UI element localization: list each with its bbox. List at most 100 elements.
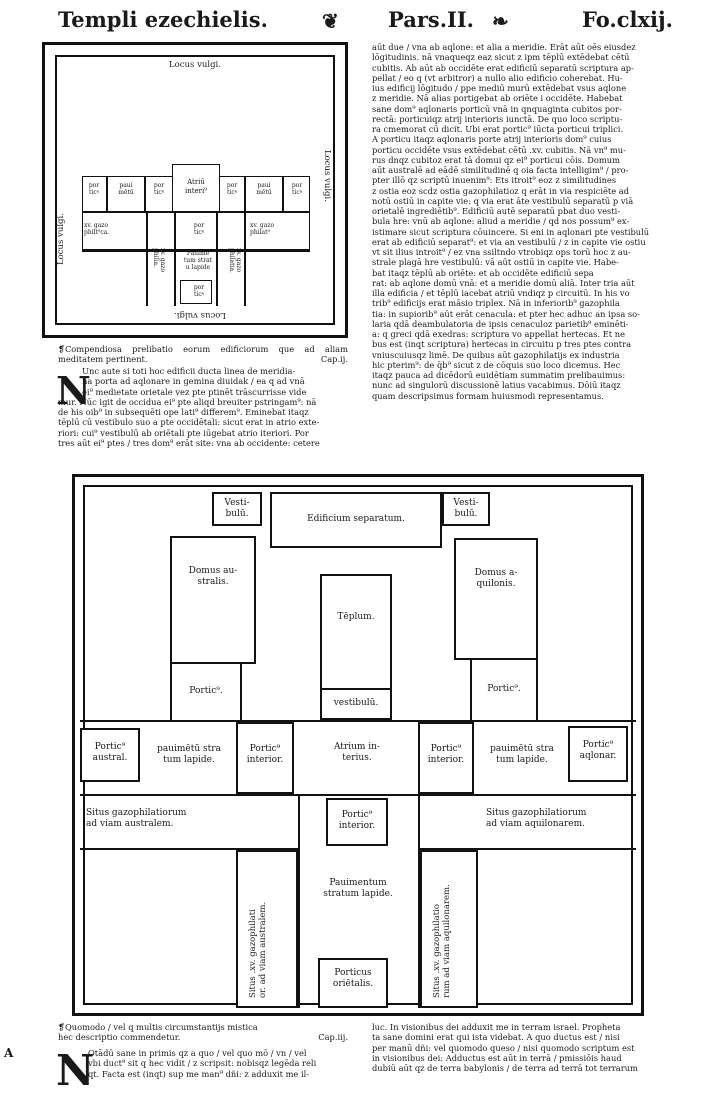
small-plan-portic-center: por ticꝰ (193, 222, 205, 236)
drop-cap-n-2: N (56, 1046, 95, 1095)
small-plan-pavimentum: Pauime tum strat u lapide (183, 250, 213, 271)
text-line: tia: in supiorib⁹ aūt erāt cenacula: et … (372, 308, 640, 319)
text-line: riori: cui⁹ vestibulū ab oriētali pte iū… (58, 427, 309, 438)
small-plan-portic-bottom: por ticꝰ (193, 284, 205, 298)
text-line: rus dnqz cubitoz erat tā domui qz ei⁹ po… (372, 154, 620, 165)
porticus-interior-left-box (236, 722, 294, 794)
text-line: ta sane domini erat qui ista videbat. A … (372, 1032, 620, 1043)
situs-vertical-right-box (420, 850, 478, 1008)
pavimentum-stratum-label: Pauimentum stratum lapide. (323, 878, 393, 899)
small-plan-top-label: Locus vulgi. (169, 60, 221, 70)
text-line: laria qdā deambulatoria de ipsis cenacul… (372, 318, 629, 329)
porticus-interior-right-label: Portic⁹ interior. (427, 744, 465, 765)
text-line: a: q greci qdā exedras: scriptura vo app… (372, 329, 626, 339)
small-plan-right-label: Locus vulgi. (322, 150, 332, 202)
margin-mark: A (4, 1046, 14, 1060)
vestibulum-center-label: vestibulū. (333, 698, 379, 708)
small-plan-inner (55, 55, 335, 325)
text-line: trib⁹ edificijs erat māsio triplex. Nā i… (372, 298, 620, 309)
text-line: sane dom⁹ aqlonaris porticū vnā in qnqua… (372, 103, 622, 114)
text-line: erat ab edificiū separat⁹: et via an ves… (372, 236, 646, 247)
vestibulum-center-box (320, 688, 392, 720)
small-plan-gazo-left: xv. gazo philt⁹ca. (84, 222, 110, 236)
situs-vertical-left-label: Situs .xv. gazophilati or. ad viam austr… (248, 901, 268, 998)
porticus-orientalis-label: Porticus oriētalis. (332, 968, 374, 989)
domus-australis-box (170, 536, 256, 664)
caption-quomodo-line2: hec descriptio commendetur. (58, 1032, 181, 1043)
porticus-australis-box (80, 728, 140, 782)
small-plan-bottom-label: Locus vulgi. (174, 310, 226, 320)
text-line: notū ostiū in capite vie: q via erat āte… (372, 195, 634, 206)
domus-aquilonis-box (454, 538, 538, 660)
text-line: nunc ad singulorū discussionē latius vac… (372, 380, 621, 391)
text-line: itaqz pauca ad dicēdorū euidētiam summat… (372, 370, 626, 380)
text-line: pter illō qz scriptū inuenim⁹: Ets itroi… (372, 175, 617, 186)
small-plan-gazo-v-right: xv. gazo philatia. (228, 248, 242, 273)
text-line: tres aūt ei⁹ ptes / tres dom⁹ erāt site:… (58, 437, 320, 448)
text-line: ei⁹ medietate orietale vez pte ptinēt tr… (82, 386, 307, 397)
small-plan-atrium-box (172, 164, 220, 212)
text-line: vniuscuiusqz limē. De quibus aūt gazophi… (372, 349, 620, 360)
vestibulum-right-box (442, 492, 490, 526)
text-line: tēplū cū vestibulo suo a pte occidētali:… (58, 417, 320, 428)
text-line: hic pterim⁹: de q̄b⁹ sicut z de cōquis s… (372, 359, 621, 370)
situs-vertical-right-label: Situs .xv. gazophilatio rum ad viam aqui… (432, 884, 452, 998)
running-title: Templi ezechielis. (58, 7, 268, 32)
text-line: illa edificia / et tēplū iacebat atriū v… (372, 288, 630, 298)
porticus-interior-center-box (326, 798, 388, 846)
caption-compendiosa-text: ❡Compendiosa prelibatio eorum edificioru… (58, 344, 348, 365)
text-line: Unc aute si toti hoc edificii ducta line… (82, 366, 296, 376)
porticus-orientalis-box (318, 958, 388, 1008)
edificium-label: Edificium separatum. (307, 514, 405, 524)
small-plan-lower-band (82, 212, 310, 250)
caption-compendiosa-chapter: Cap.ij. (320, 354, 348, 365)
caption-quomodo-chapter: Cap.iij. (318, 1032, 348, 1043)
edificium-box (270, 492, 442, 548)
vestibulum-right-label: Vesti- bulū. (453, 498, 479, 519)
porticus-right-label: Portic⁹. (487, 684, 521, 694)
text-line: per manū dñi: vel quomodo queso / nisi q… (372, 1042, 635, 1053)
small-plan-paviment-right: pauí mētū (256, 182, 272, 196)
porticus-interior-left-label: Portic⁹ interior. (246, 744, 284, 765)
text-line: aūt australē ad eādē similitudinē q oia … (372, 165, 629, 175)
left-paragraph: Unc aute si toti hoc edificii ducta line… (58, 366, 348, 450)
domus-aquilonis-label: Domus a- quilonis. (474, 568, 518, 589)
templum-box (320, 574, 392, 690)
text-line: in visionibus dei: Adductus est aūt in t… (372, 1052, 622, 1063)
small-plan-frame (42, 42, 348, 338)
small-plan-left-label: Locus vulgi. (56, 213, 66, 265)
bottom-left-paragraph: Otādū sane in primis qz a quo / vel quo … (88, 1048, 348, 1082)
text-line: strale plagā hre vestibulū: vā aūt ostiū… (372, 257, 619, 268)
text-line: quam descripsimus formam huiusmodi repre… (372, 390, 604, 401)
text-line: porticu occidēte vsus extēdebat cētū .xv… (372, 144, 626, 155)
situs-right-label: Situs gazophilatiorum ad viam aquilonare… (486, 808, 587, 829)
text-line: aūt due / vna ab aqlone: et alia a merid… (372, 42, 636, 52)
text-line: bus est (inqt scriptura) hertecas in cir… (372, 339, 632, 350)
caption-quomodo-line1: ❡Quomodo / vel q multis circumstantijs m… (58, 1022, 258, 1032)
text-line: mur. Nūc igit de occidua ei⁹ pte aliqd b… (58, 396, 317, 407)
text-line: ius edificij lōgitudo / ppe mediū murū e… (372, 83, 627, 93)
text-line: vbi duct⁹ sit q hec vidit / z scripsit: … (88, 1058, 317, 1069)
text-line: rat: ab aqlone domū vnā: et a meridie do… (372, 277, 635, 288)
caption-compendiosa: ❡Compendiosa prelibatio eorum edificioru… (58, 344, 348, 366)
text-line: bula hre: vnū ab aqlone: aliud a meridie… (372, 216, 630, 227)
text-line: dubiū aūt qz de terra babylonis / de ter… (372, 1063, 638, 1073)
porticus-aquilonaris-label: Portic⁹ aqlonar. (579, 740, 617, 761)
situs-left-label: Situs gazophilatiorum ad viam australem. (86, 808, 187, 829)
atrium-interius-label: Atrium in- terius. (333, 742, 381, 763)
text-line: ra cmemorat cū dicit. Ubi erat portic⁹ i… (372, 124, 624, 134)
small-plan-portic-1: por ticꝰ (88, 182, 100, 196)
text-line: Otādū sane in primis qz a quo / vel quo … (88, 1048, 307, 1058)
porticus-left-label: Portic⁹. (189, 686, 223, 696)
text-line: pellat / eo q (vt arbitror) a nullo alio… (372, 72, 623, 83)
fleuron-right: ❧ (492, 9, 509, 33)
porticus-interior-right-box (418, 722, 474, 794)
small-plan-portic-4: por ticꝰ (291, 182, 303, 196)
fleuron-left: ❦ (322, 9, 339, 33)
text-line: cubitis. Ab aūt ab occidēte erat edifici… (372, 62, 634, 73)
folio-number: Fo.clxij. (582, 7, 673, 32)
small-plan-portic-2: por ticꝰ (153, 182, 165, 196)
part-number: Pars.II. (388, 7, 474, 32)
small-plan-gazo-right: xv. gazo philat⁹ (250, 222, 275, 236)
porticus-aquilonaris-box (568, 726, 628, 782)
